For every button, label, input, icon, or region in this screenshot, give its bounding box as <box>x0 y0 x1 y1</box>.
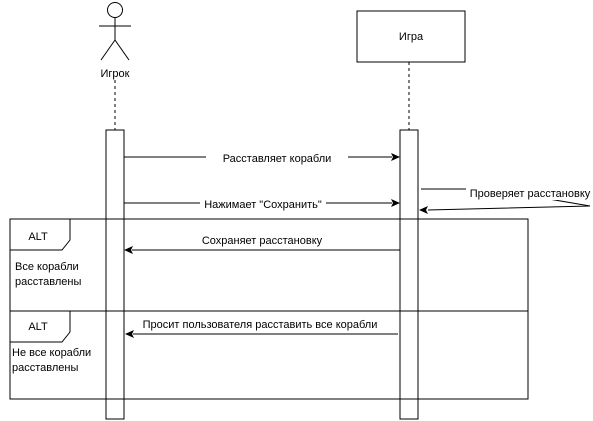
message-arrow-head <box>124 246 133 254</box>
message-label-bg <box>466 186 593 200</box>
activation-bar-game <box>399 129 419 420</box>
message-ask-user: Просит пользователя расставить все кораб… <box>125 319 398 338</box>
message-label-bg <box>206 151 348 164</box>
fragment-tag: ALT <box>28 231 48 243</box>
message-arrow-head <box>391 153 400 161</box>
fragment-tag-pentagon <box>9 310 71 343</box>
participant-game: Игра <box>356 10 466 63</box>
message-arrow-head <box>125 330 134 338</box>
alt-fragment-failure: ALT Не все корабли расставлены <box>9 310 529 400</box>
message-place-ships: Расставляет корабли <box>124 151 400 165</box>
fragment-guard-line-1: Все корабли <box>15 261 79 273</box>
actor-left-leg <box>100 39 116 61</box>
alt-fragment-success: ALT Все корабли расставлены <box>9 218 529 312</box>
actor-player: Игрок <box>99 2 131 80</box>
message-label: Сохраняет расстановку <box>202 235 323 247</box>
message-check-placement: Проверяет расстановку <box>419 186 593 214</box>
message-label: Нажимает "Сохранить" <box>204 199 322 211</box>
message-label: Проверяет расстановку <box>470 188 591 200</box>
participant-box <box>356 10 466 63</box>
actor-right-leg <box>114 39 130 61</box>
actor-label: Игрок <box>101 68 130 80</box>
fragment-tag: ALT <box>28 321 48 333</box>
message-save-placement: Сохраняет расстановку <box>124 235 400 254</box>
fragment-guard-line-1: Не все корабли <box>12 347 91 359</box>
actor-head <box>107 2 123 18</box>
message-press-save: Нажимает "Сохранить" <box>124 197 400 211</box>
participant-label: Игра <box>399 31 424 43</box>
message-label-bg <box>200 197 326 210</box>
message-arrow-head <box>391 199 400 207</box>
message-arrow-head <box>419 206 428 214</box>
fragment-frame <box>9 218 529 312</box>
fragment-guard-line-2: расставлены <box>15 276 81 288</box>
message-label: Расставляет корабли <box>223 153 332 165</box>
fragment-guard-line-2: расставлены <box>12 362 78 374</box>
fragment-frame <box>9 310 529 400</box>
fragment-tag-pentagon <box>9 218 71 251</box>
message-label: Просит пользователя расставить все кораб… <box>143 319 378 331</box>
activation-bar-player <box>105 129 125 420</box>
